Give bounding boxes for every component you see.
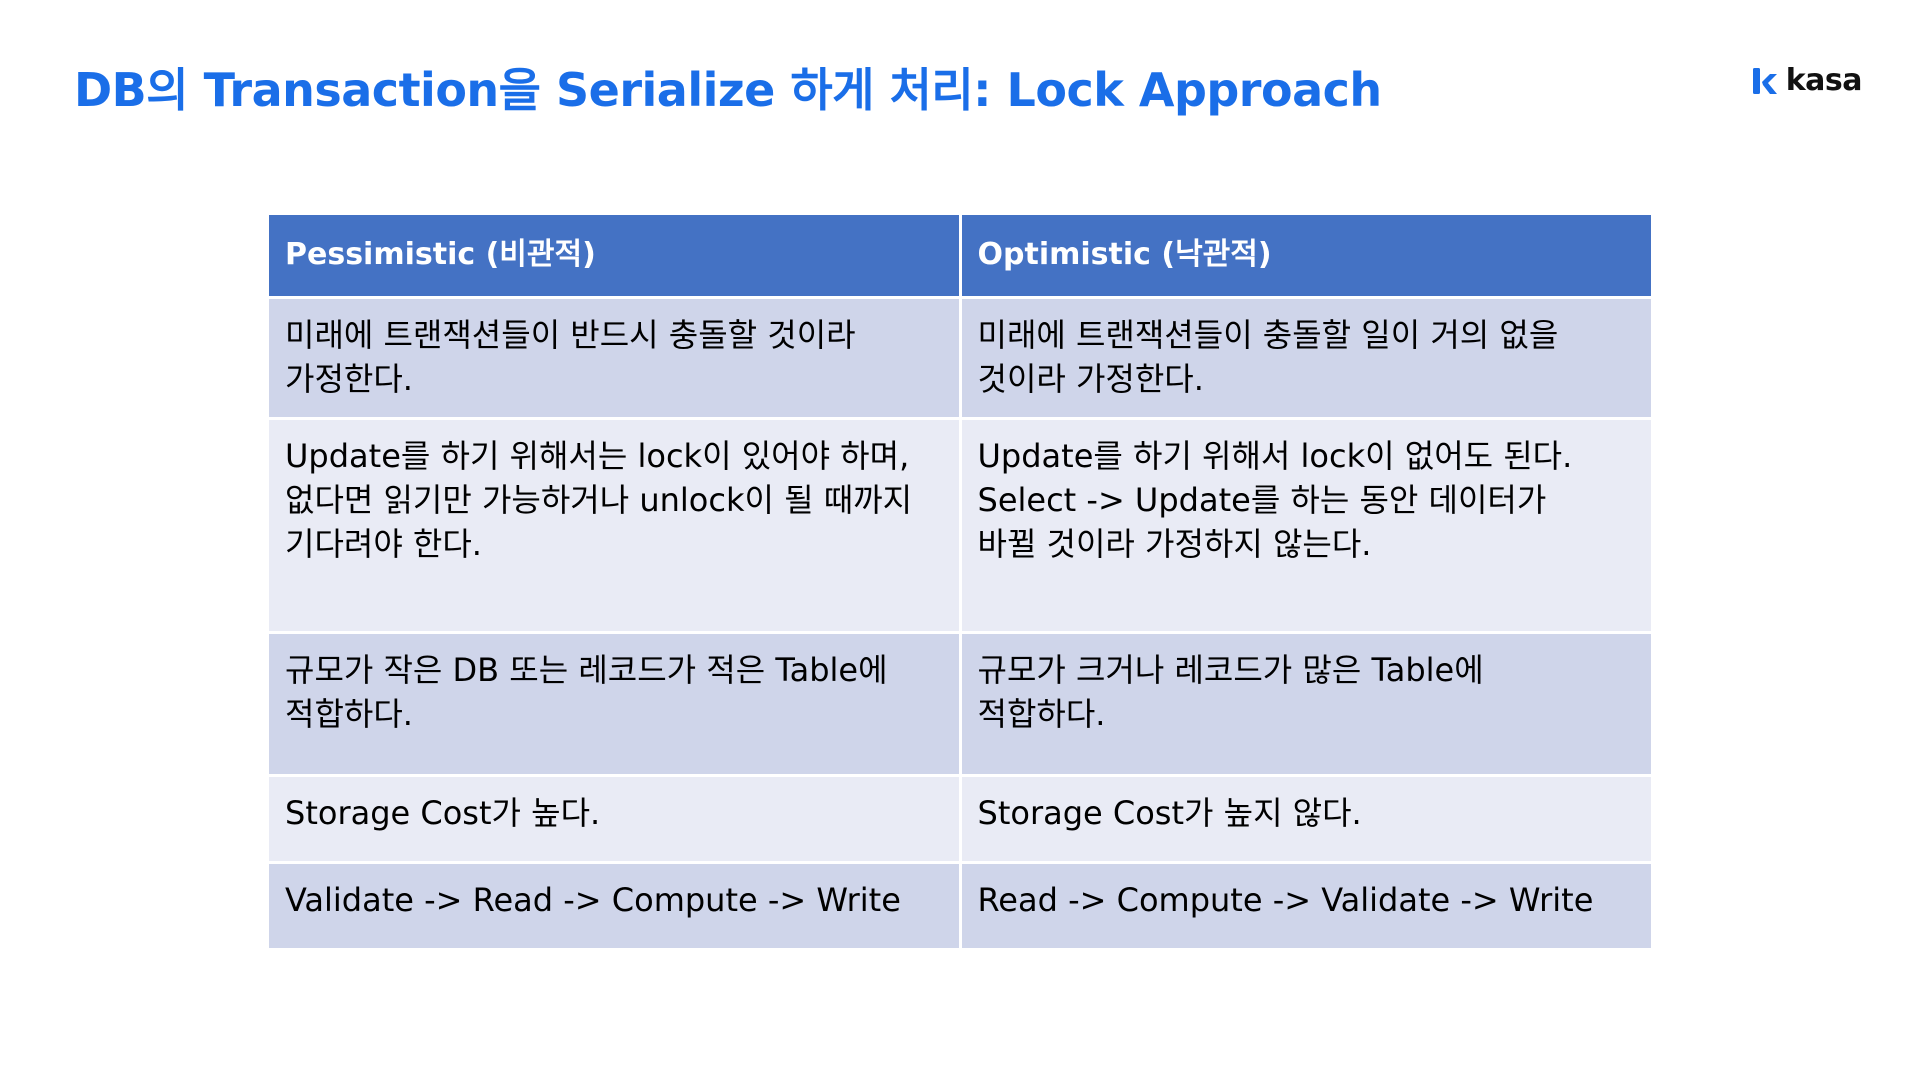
header-optimistic: Optimistic (낙관적): [958, 212, 1654, 299]
cell-line: Update를 하기 위해서는 lock이 있어야 하며,: [285, 437, 910, 475]
table-row: Update를 하기 위해서는 lock이 있어야 하며, 없다면 읽기만 가능…: [266, 417, 1654, 634]
table-row: 미래에 트랜잭션들이 반드시 충돌할 것이라 가정한다. 미래에 트랜잭션들이 …: [266, 296, 1654, 420]
cell-line: Update를 하기 위해서 lock이 없어도 된다.: [977, 437, 1573, 475]
cell-line: 없다면 읽기만 가능하거나 unlock이 될 때까지: [285, 481, 913, 519]
optimistic-update-cell: Update를 하기 위해서 lock이 없어도 된다. Select -> U…: [958, 417, 1654, 634]
cell-line: 가정한다.: [285, 360, 413, 398]
cell-line: Select -> Update를 하는 동안 데이터가: [977, 481, 1547, 519]
pessimistic-flow-cell: Validate -> Read -> Compute -> Write: [266, 861, 962, 951]
cell-line: Validate -> Read -> Compute -> Write: [285, 881, 901, 919]
cell-line: 기다려야 한다.: [285, 525, 482, 563]
pessimistic-update-cell: Update를 하기 위해서는 lock이 있어야 하며, 없다면 읽기만 가능…: [266, 417, 962, 634]
optimistic-cost-cell: Storage Cost가 높지 않다.: [958, 774, 1654, 864]
cell-line: 바뀔 것이라 가정하지 않는다.: [977, 525, 1372, 563]
logo-text: kasa: [1785, 63, 1863, 98]
slide-title: DB의 Transaction을 Serialize 하게 처리: Lock A…: [74, 63, 1382, 117]
cell-line: 적합하다.: [977, 695, 1106, 733]
pessimistic-assumption-cell: 미래에 트랜잭션들이 반드시 충돌할 것이라 가정한다.: [266, 296, 962, 420]
pessimistic-cost-cell: Storage Cost가 높다.: [266, 774, 962, 864]
header-pessimistic: Pessimistic (비관적): [266, 212, 962, 299]
cell-line: 것이라 가정한다.: [977, 360, 1204, 398]
pessimistic-scale-cell: 규모가 작은 DB 또는 레코드가 적은 Table에 적합하다.: [266, 631, 962, 777]
table-row: 규모가 작은 DB 또는 레코드가 적은 Table에 적합하다. 규모가 크거…: [266, 631, 1654, 777]
table-row: Validate -> Read -> Compute -> Write Rea…: [266, 861, 1654, 951]
table-row: Storage Cost가 높다. Storage Cost가 높지 않다.: [266, 774, 1654, 864]
table-header-row: Pessimistic (비관적) Optimistic (낙관적): [266, 212, 1654, 299]
cell-line: 규모가 작은 DB 또는 레코드가 적은 Table에: [285, 651, 888, 689]
cell-line: 규모가 크거나 레코드가 많은 Table에: [977, 651, 1484, 689]
optimistic-flow-cell: Read -> Compute -> Validate -> Write: [958, 861, 1654, 951]
logo: kasa: [1752, 63, 1863, 98]
cell-line: 적합하다.: [285, 695, 413, 733]
cell-line: Storage Cost가 높다.: [285, 794, 601, 832]
cell-line: Read -> Compute -> Validate -> Write: [977, 881, 1594, 919]
cell-line: Storage Cost가 높지 않다.: [977, 794, 1362, 832]
cell-line: 미래에 트랜잭션들이 충돌할 일이 거의 없을: [977, 316, 1559, 354]
cell-line: 미래에 트랜잭션들이 반드시 충돌할 것이라: [285, 316, 856, 354]
optimistic-assumption-cell: 미래에 트랜잭션들이 충돌할 일이 거의 없을 것이라 가정한다.: [958, 296, 1654, 420]
comparison-table: Pessimistic (비관적) Optimistic (낙관적) 미래에 트…: [266, 212, 1654, 951]
optimistic-scale-cell: 규모가 크거나 레코드가 많은 Table에 적합하다.: [958, 631, 1654, 777]
kasa-logo-mark-icon: [1752, 68, 1777, 94]
